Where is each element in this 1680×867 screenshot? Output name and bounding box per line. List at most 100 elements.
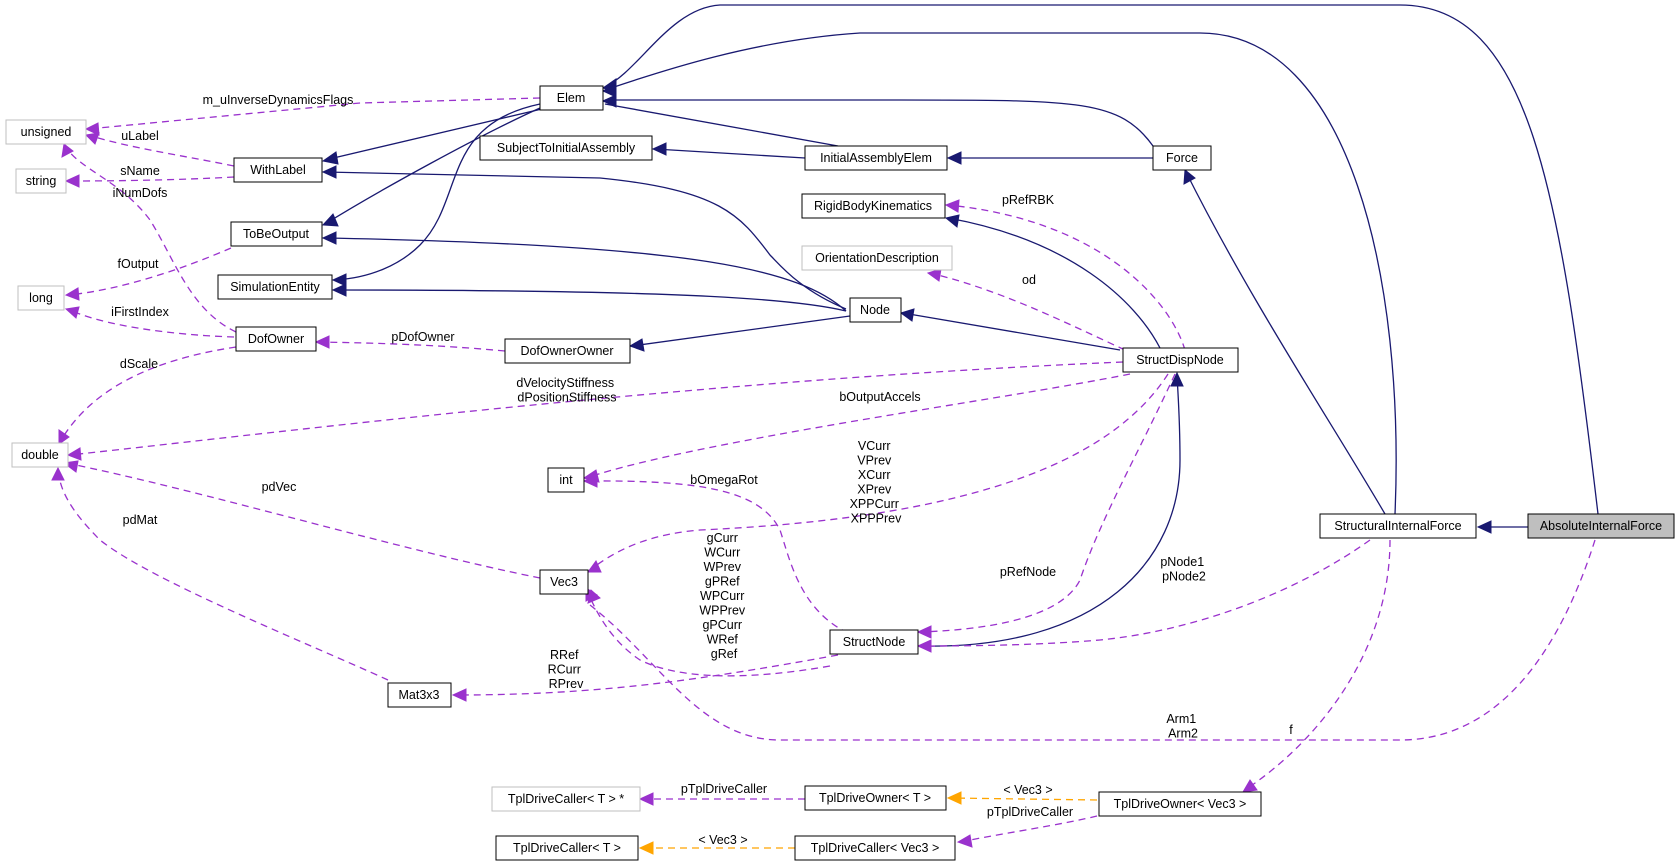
edge-mat3x3-to-double — [57, 469, 389, 681]
arrowhead-long-2 — [64, 306, 80, 319]
node-long[interactable]: long — [17, 285, 65, 311]
node-string[interactable]: string — [15, 168, 67, 194]
edge-path — [334, 103, 541, 281]
arrowhead-double — [58, 429, 70, 445]
arrowhead-tobeoutput-2 — [321, 231, 337, 245]
arrowhead-dofowner — [314, 335, 330, 349]
edge-structdispnode-to-rigidbodykinematics — [947, 204, 1186, 351]
node-box — [849, 297, 902, 323]
node-orientationdescription[interactable]: OrientationDescription — [801, 245, 953, 271]
edge-node-to-tobeoutput — [324, 237, 847, 312]
edge-elem-to-simulationentity — [334, 103, 541, 281]
edge-path — [87, 97, 541, 130]
node-elem[interactable]: Elem — [539, 85, 604, 111]
node-label: RigidBodyKinematics — [814, 199, 932, 213]
edge-path — [589, 373, 1169, 571]
edge-label-line: pRefRBK — [1002, 193, 1055, 207]
edge-label-line: bOmegaRot — [690, 473, 758, 487]
node-tpldrivecaller-vec3[interactable]: TplDriveCaller< Vec3 > — [794, 835, 956, 861]
node-force[interactable]: Force — [1152, 145, 1212, 171]
node-int[interactable]: int — [547, 467, 585, 493]
edge-withlabel-to-unsigned — [87, 134, 235, 167]
node-double[interactable]: double — [11, 442, 69, 468]
node-tobeoutput[interactable]: ToBeOutput — [230, 221, 323, 247]
node-absoluteinternalforce[interactable]: AbsoluteInternalForce — [1527, 513, 1675, 539]
edge-path — [902, 312, 1121, 351]
node-label: long — [29, 291, 53, 305]
node-label: WithLabel — [250, 163, 306, 177]
node-label: double — [21, 448, 59, 462]
edge-label-line: Arm2 — [1168, 727, 1198, 741]
arrowhead-elem-right — [601, 94, 617, 108]
node-simulationentity[interactable]: SimulationEntity — [217, 274, 333, 300]
edge-label-line: RCurr — [548, 663, 581, 677]
node-initialassemblyelem[interactable]: InitialAssemblyElem — [804, 145, 948, 171]
node-dofownerowner[interactable]: DofOwnerOwner — [504, 338, 631, 364]
edge-label-line: WCurr — [704, 546, 740, 560]
edge-structdispnode-to-vec3 — [589, 373, 1169, 571]
edge-label-prefnode: pRefNode — [1000, 565, 1056, 579]
node-tpldriveowner-t[interactable]: TplDriveOwner< T > — [804, 785, 947, 811]
edge-label-line: dVelocityStiffness — [516, 376, 614, 390]
node-rigidbodykinematics[interactable]: RigidBodyKinematics — [801, 193, 946, 219]
edge-label-rref-group: RRef RCurr RPrev — [548, 648, 585, 691]
arrowhead-unsigned — [84, 122, 100, 136]
arrowhead-withlabel-2 — [321, 165, 337, 179]
edge-path — [586, 589, 831, 677]
edge-label-arm-group: Arm1 Arm2 — [1166, 712, 1199, 741]
node-label: SubjectToInitialAssembly — [497, 141, 636, 155]
edge-label-line: iNumDofs — [113, 186, 168, 200]
node-subjecttoinitialassembly[interactable]: SubjectToInitialAssembly — [479, 135, 653, 161]
edge-label-line: uLabel — [121, 129, 159, 143]
node-tpldrivecaller-ptr[interactable]: TplDriveCaller< T > * — [491, 786, 641, 812]
edge-label-line: < Vec3 > — [1003, 783, 1052, 797]
edge-structuralinternalforce-to-force — [1185, 171, 1386, 515]
node-box — [387, 682, 452, 708]
edge-structdispnode-to-node — [902, 312, 1121, 351]
edge-label-line: Arm1 — [1166, 712, 1196, 726]
edge-label-f: f — [1289, 723, 1293, 737]
node-mat3x3[interactable]: Mat3x3 — [387, 682, 452, 708]
edge-path — [67, 247, 232, 296]
edge-label-line: pdMat — [123, 513, 158, 527]
node-structdispnode[interactable]: StructDispNode — [1122, 347, 1239, 373]
edge-label-line: RRef — [550, 648, 579, 662]
node-structnode[interactable]: StructNode — [829, 629, 919, 655]
arrowhead-int-2 — [582, 474, 598, 488]
edge-labels: m_uInverseDynamicsFlags uLabel sName iNu… — [111, 93, 1293, 847]
edge-path — [605, 99, 1154, 147]
node-vec3[interactable]: Vec3 — [539, 569, 589, 595]
nodes: unsigned string long double Elem WithLab… — [5, 85, 1675, 861]
node-structuralinternalforce[interactable]: StructuralInternalForce — [1319, 513, 1477, 539]
node-box — [504, 338, 631, 364]
edge-structdispnode-to-double — [69, 361, 1124, 456]
node-label: unsigned — [21, 125, 72, 139]
node-label: int — [559, 473, 573, 487]
node-label: StructNode — [843, 635, 906, 649]
node-dofowner[interactable]: DofOwner — [235, 326, 317, 352]
node-label: AbsoluteInternalForce — [1540, 519, 1662, 533]
node-label: Mat3x3 — [399, 688, 440, 702]
node-unsigned[interactable]: unsigned — [5, 119, 87, 145]
edge-label-sname: sName — [120, 164, 160, 178]
edge-label-boutputaccels: bOutputAccels — [839, 390, 920, 404]
arrowhead-tpldrivecaller-vec3 — [956, 834, 973, 848]
edge-label-dscale: dScale — [120, 357, 158, 371]
arrowhead-withlabel — [321, 151, 339, 165]
edge-structdispnode-to-orientationdescription — [929, 272, 1126, 351]
node-box — [495, 835, 639, 861]
edge-path — [454, 654, 839, 696]
arrowhead-structnode — [916, 625, 932, 639]
edge-path — [324, 237, 847, 312]
edge-path — [585, 480, 849, 634]
arrowhead-elem-mid — [601, 83, 617, 98]
node-box — [217, 274, 333, 300]
node-tpldriveowner-vec3[interactable]: TplDriveOwner< Vec3 > — [1098, 791, 1262, 817]
node-withlabel[interactable]: WithLabel — [233, 157, 323, 183]
node-box — [804, 785, 947, 811]
edge-label-foutput: fOutput — [118, 257, 160, 271]
node-box — [539, 85, 604, 111]
node-node[interactable]: Node — [849, 297, 902, 323]
node-tpldrivecaller-t[interactable]: TplDriveCaller< T > — [495, 835, 639, 861]
node-label: StructuralInternalForce — [1334, 519, 1461, 533]
